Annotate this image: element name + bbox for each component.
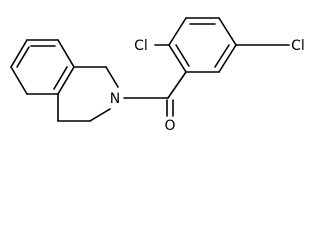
- bond: [218, 17, 237, 46]
- bond: [168, 17, 187, 46]
- bond: [89, 108, 111, 122]
- bond: [57, 66, 75, 95]
- dichlorophenyl-ring: [168, 17, 237, 73]
- aromatic-bond: [175, 44, 190, 67]
- bond: [10, 66, 28, 95]
- piperidine-ring: [57, 66, 119, 122]
- molecule-canvas: N O Cl Cl: [10, 17, 305, 134]
- bond: [105, 66, 119, 88]
- bond: [167, 71, 187, 99]
- bond: [218, 44, 237, 73]
- chlorine-left-label: Cl: [134, 38, 148, 54]
- bond: [10, 39, 28, 68]
- nitrogen-atom-label: N: [110, 91, 120, 107]
- structure-diagram: N O Cl Cl: [10, 17, 305, 134]
- bond: [168, 44, 187, 73]
- aromatic-bond: [53, 66, 68, 90]
- bond: [57, 39, 75, 68]
- chlorine-right-label: Cl: [291, 38, 305, 54]
- carbonyl-group: [123, 71, 187, 117]
- aromatic-bond: [16, 46, 30, 68]
- benzo-ring: [10, 39, 75, 95]
- oxygen-atom-label: O: [164, 118, 175, 134]
- aromatic-bond: [214, 44, 230, 68]
